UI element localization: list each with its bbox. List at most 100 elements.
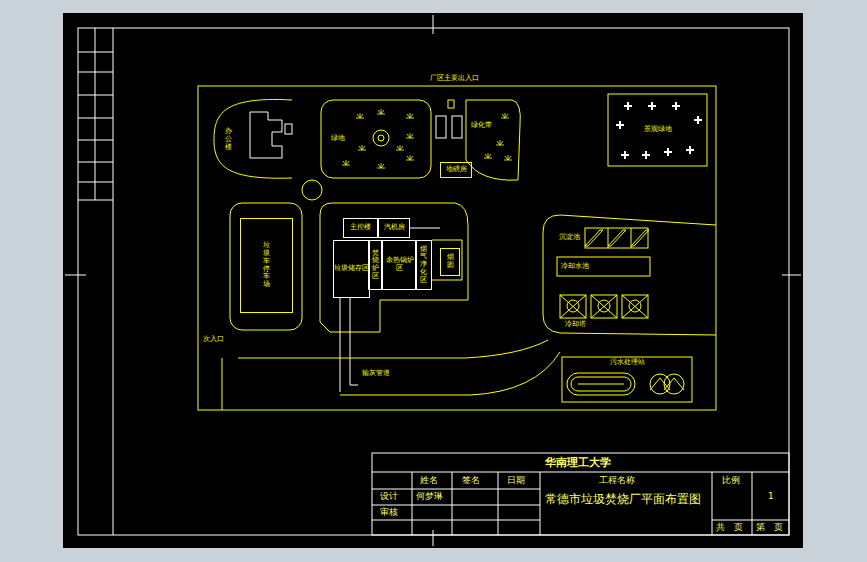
- drawing-line: [448, 100, 454, 108]
- area-label: 景观绿地: [644, 126, 672, 134]
- turbine-house: 汽机房: [378, 218, 410, 238]
- drawing-line: [562, 357, 692, 402]
- drawing-line: [78, 200, 113, 201]
- drawing-line: [238, 340, 548, 358]
- table-cell: 设计: [380, 492, 398, 502]
- incinerator-area: 焚烧炉区: [368, 240, 382, 290]
- lawn-symbols: [342, 109, 512, 168]
- drawing-line: [432, 240, 462, 280]
- drawing-line: [406, 155, 414, 160]
- drawing-line: [436, 116, 446, 138]
- drawing-line: [712, 472, 713, 535]
- drawing-line: [567, 300, 579, 312]
- area-label: 污水处理站: [610, 359, 645, 367]
- entrance-label: 厂区主要出入口: [430, 75, 479, 83]
- drawing-line: [372, 505, 540, 506]
- drawing-line: [540, 472, 541, 535]
- drawing-line: [285, 124, 292, 134]
- drawing-line: [358, 145, 366, 150]
- drawing-line: [712, 520, 789, 521]
- drawing-line: [624, 102, 632, 110]
- office-building: 办公楼: [223, 126, 234, 154]
- drawing-line: [466, 100, 520, 180]
- drawing-line: [78, 118, 113, 119]
- drawing-line: [591, 295, 617, 318]
- area-label: 主控楼: [350, 224, 371, 232]
- weighbridge-house: 地磅房: [440, 162, 472, 178]
- drawing-line: [664, 148, 672, 156]
- tree-symbols: [616, 102, 702, 159]
- drawing-line: [560, 295, 586, 318]
- drawing-line: [340, 352, 560, 395]
- drawing-line: [498, 472, 499, 535]
- drawing-line: [396, 145, 404, 150]
- drawing-line: [350, 298, 351, 385]
- drawing-title: 常德市垃圾焚烧厂平面布置图: [545, 493, 701, 506]
- table-header: 比例: [722, 476, 740, 486]
- drawing-sheet: [63, 13, 803, 548]
- area-label: 地磅房: [446, 166, 467, 174]
- waste-bunker: 垃圾储存区: [333, 240, 370, 298]
- drawing-line: [78, 95, 113, 96]
- drawing-line: [452, 472, 453, 535]
- drawing-line: [372, 520, 540, 521]
- drawing-line: [560, 295, 586, 318]
- drawing-line: [78, 182, 113, 183]
- drawing-line: [378, 135, 384, 141]
- area-label: 冷却塔: [565, 321, 586, 329]
- drawing-line: [321, 100, 431, 178]
- drawing-line: [501, 113, 509, 118]
- drawing-line: [543, 215, 716, 335]
- area-label: 焚烧炉区: [372, 250, 379, 281]
- lawn: 绿地: [321, 100, 431, 178]
- area-label: 垃圾车停车场: [263, 242, 270, 288]
- drawing-line: [198, 86, 716, 410]
- drawing-line: [585, 228, 648, 248]
- drawing-line: [452, 116, 462, 138]
- sheet-frame: [65, 15, 801, 546]
- chimney: 烟囱: [440, 248, 460, 276]
- drawing-line: [648, 102, 656, 110]
- area-label: 办公楼: [225, 128, 232, 151]
- drawing-line: [377, 109, 385, 114]
- control-building: 主控楼: [343, 218, 378, 238]
- drawing-line: [616, 121, 624, 129]
- drawing-line: [557, 257, 650, 276]
- drawing-line: [320, 203, 468, 332]
- drawing-line: [230, 203, 302, 330]
- drawing-line: [622, 295, 648, 318]
- table-cell: 何梦琳: [416, 492, 443, 502]
- drawing-line: [410, 228, 440, 229]
- drawing-line: [78, 28, 789, 535]
- drawing-line: [377, 163, 385, 168]
- area-label: 垃圾储存区: [334, 265, 369, 273]
- drawing-line: [406, 133, 414, 138]
- flue-gas-area: 烟气净化区: [415, 240, 432, 290]
- title-block: [372, 453, 789, 535]
- drawing-line: [372, 472, 789, 473]
- drawing-line: [650, 378, 684, 390]
- drawing-line: [433, 530, 434, 546]
- drawing-line: [672, 102, 680, 110]
- drawing-line: [356, 113, 364, 118]
- table-header: 工程名称: [599, 476, 635, 486]
- table-header: 姓名: [420, 476, 438, 486]
- site-lines: [198, 86, 716, 410]
- drawing-line: [608, 94, 707, 166]
- drawing-line: [694, 116, 702, 124]
- area-label: 汽机房: [384, 224, 405, 232]
- drawing-line: [567, 373, 635, 395]
- cooling-tower: 冷却塔: [557, 319, 650, 331]
- area-label: 烟气净化区: [420, 246, 427, 284]
- sewage-station: 污水处理站: [562, 357, 692, 372]
- table-cell: 共: [716, 523, 725, 533]
- table-cell: 1: [768, 492, 774, 502]
- drawing-line: [752, 472, 753, 535]
- drawing-line: [372, 453, 789, 535]
- drawing-line: [560, 295, 648, 318]
- drawing-line: [642, 151, 650, 159]
- drawing-line: [598, 300, 610, 312]
- drawing-line: [373, 130, 389, 146]
- drawing-line: [686, 146, 694, 154]
